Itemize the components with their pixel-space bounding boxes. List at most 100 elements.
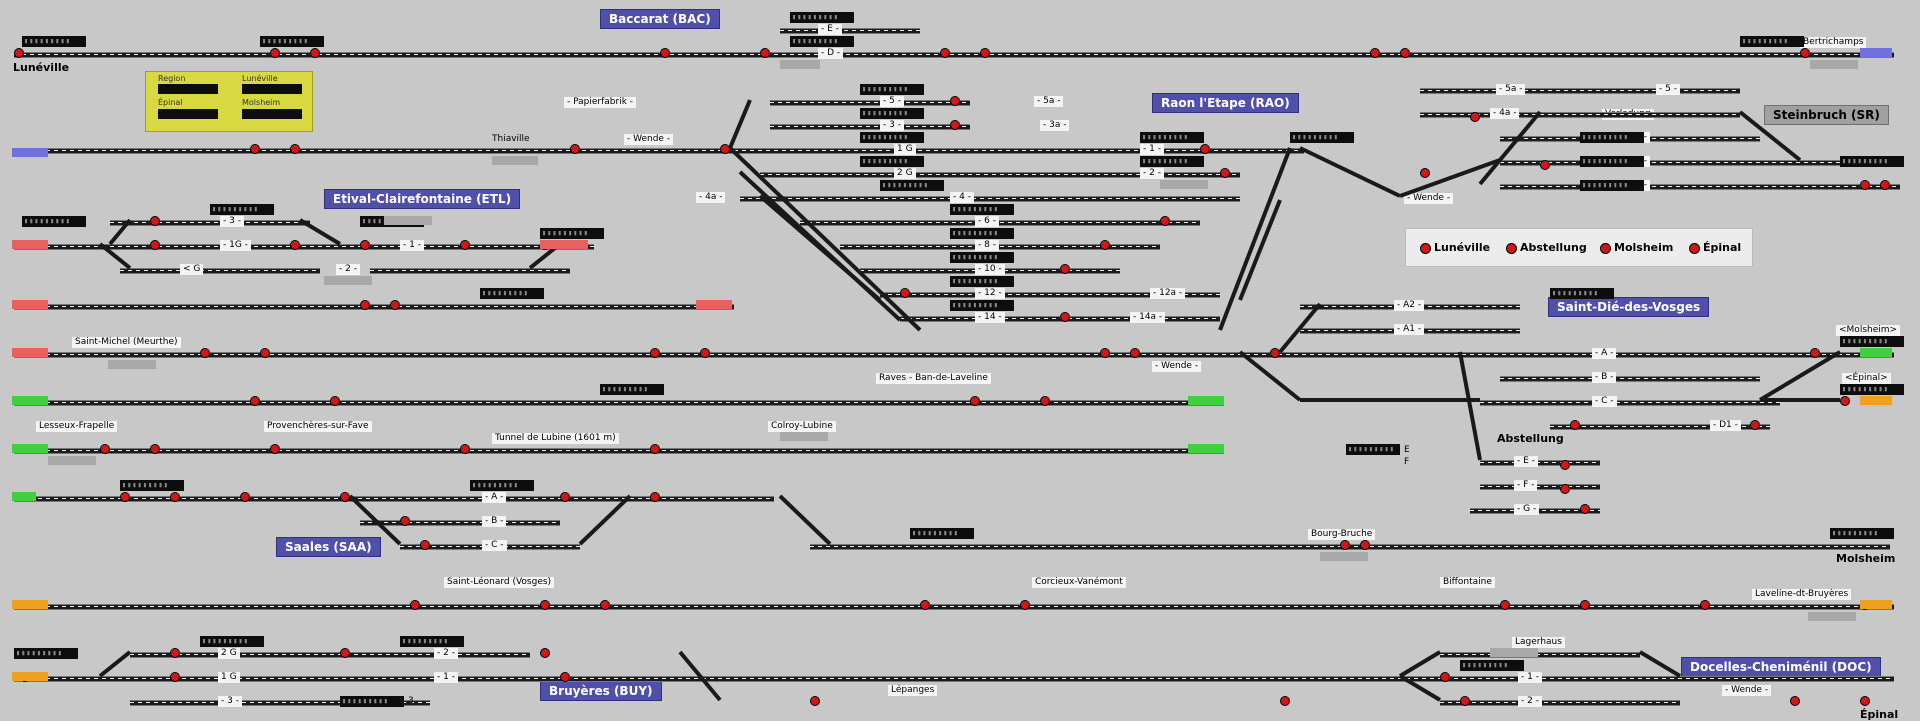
signal[interactable] (330, 396, 340, 406)
signal[interactable] (340, 648, 350, 658)
track-sdv-c[interactable] (1480, 400, 1780, 406)
track-sr-5a[interactable] (1420, 88, 1740, 94)
signal[interactable] (1470, 112, 1480, 122)
track-rao-12[interactable] (880, 292, 1220, 298)
signal[interactable] (1500, 600, 1510, 610)
signal[interactable] (720, 144, 730, 154)
signal[interactable] (1560, 484, 1570, 494)
track-sdv-b[interactable] (1500, 376, 1760, 382)
signal[interactable] (1270, 348, 1280, 358)
signal[interactable] (650, 444, 660, 454)
track-bac-e[interactable] (780, 28, 920, 34)
signal[interactable] (1560, 460, 1570, 470)
signal[interactable] (1400, 48, 1410, 58)
track-sdv-d1[interactable] (1550, 424, 1770, 430)
signal[interactable] (460, 240, 470, 250)
signal[interactable] (540, 600, 550, 610)
track-tunnel[interactable] (14, 448, 1224, 454)
signal[interactable] (1880, 180, 1890, 190)
signal[interactable] (1580, 600, 1590, 610)
signal[interactable] (460, 444, 470, 454)
signal[interactable] (290, 144, 300, 154)
signal[interactable] (200, 348, 210, 358)
signal[interactable] (570, 144, 580, 154)
signal[interactable] (1420, 168, 1430, 178)
track-buy-2g[interactable] (130, 652, 530, 658)
signal[interactable] (290, 240, 300, 250)
track-corcieux[interactable] (14, 604, 1894, 610)
signal[interactable] (1460, 696, 1470, 706)
track-sr-2[interactable] (1500, 160, 1860, 166)
legend-molsheim[interactable]: Molsheim (1600, 241, 1673, 254)
signal[interactable] (1580, 504, 1590, 514)
track-etl-main[interactable] (14, 244, 594, 250)
signal[interactable] (940, 48, 950, 58)
signal[interactable] (650, 348, 660, 358)
signal[interactable] (170, 492, 180, 502)
signal[interactable] (250, 396, 260, 406)
track-sdv-e[interactable] (1480, 460, 1600, 466)
signal[interactable] (340, 492, 350, 502)
track-sr-4a[interactable] (1420, 112, 1740, 118)
track-etl-lower[interactable] (14, 304, 734, 310)
signal[interactable] (970, 396, 980, 406)
signal[interactable] (170, 648, 180, 658)
signal[interactable] (810, 696, 820, 706)
signal[interactable] (360, 240, 370, 250)
signal[interactable] (1160, 216, 1170, 226)
signal[interactable] (1100, 240, 1110, 250)
track-rao-6[interactable] (800, 220, 1200, 226)
signal[interactable] (360, 300, 370, 310)
legend-abstellung[interactable]: Abstellung (1506, 241, 1587, 254)
signal[interactable] (1280, 696, 1290, 706)
signal[interactable] (1540, 160, 1550, 170)
track-etl-2[interactable] (370, 268, 570, 274)
track-main-rao[interactable] (14, 148, 1304, 154)
signal[interactable] (1020, 600, 1030, 610)
signal[interactable] (1130, 348, 1140, 358)
track-saales[interactable] (14, 496, 774, 502)
signal[interactable] (650, 492, 660, 502)
signal[interactable] (1840, 396, 1850, 406)
signal[interactable] (1060, 264, 1070, 274)
signal[interactable] (900, 288, 910, 298)
signal[interactable] (1040, 396, 1050, 406)
legend-luneville[interactable]: Lunéville (1420, 241, 1490, 254)
signal[interactable] (410, 600, 420, 610)
signal[interactable] (1860, 180, 1870, 190)
signal[interactable] (400, 516, 410, 526)
signal[interactable] (150, 240, 160, 250)
track-doc-1[interactable] (1440, 652, 1640, 658)
signal[interactable] (150, 216, 160, 226)
track-sr-1[interactable] (1500, 184, 1900, 190)
signal[interactable] (760, 48, 770, 58)
track-buy-3[interactable] (130, 700, 430, 706)
signal[interactable] (1810, 348, 1820, 358)
signal[interactable] (660, 48, 670, 58)
signal[interactable] (950, 96, 960, 106)
signal[interactable] (270, 444, 280, 454)
track-raves[interactable] (14, 400, 1224, 406)
signal[interactable] (700, 348, 710, 358)
signal[interactable] (950, 120, 960, 130)
signal[interactable] (1060, 312, 1070, 322)
signal[interactable] (1790, 696, 1800, 706)
signal[interactable] (980, 48, 990, 58)
signal[interactable] (310, 48, 320, 58)
signal[interactable] (1100, 348, 1110, 358)
signal[interactable] (1570, 420, 1580, 430)
signal[interactable] (540, 648, 550, 658)
track-rao-5[interactable] (770, 100, 970, 106)
signal[interactable] (100, 444, 110, 454)
signal[interactable] (1340, 540, 1350, 550)
signal[interactable] (420, 540, 430, 550)
signal[interactable] (1750, 420, 1760, 430)
signal[interactable] (1220, 168, 1230, 178)
signal[interactable] (260, 348, 270, 358)
legend-epinal[interactable]: Épinal (1689, 241, 1741, 254)
signal[interactable] (1860, 696, 1870, 706)
signal[interactable] (560, 672, 570, 682)
track-etl-3[interactable] (110, 220, 310, 226)
track-rao-2g[interactable] (760, 172, 1240, 178)
track-doc-2[interactable] (1440, 700, 1680, 706)
